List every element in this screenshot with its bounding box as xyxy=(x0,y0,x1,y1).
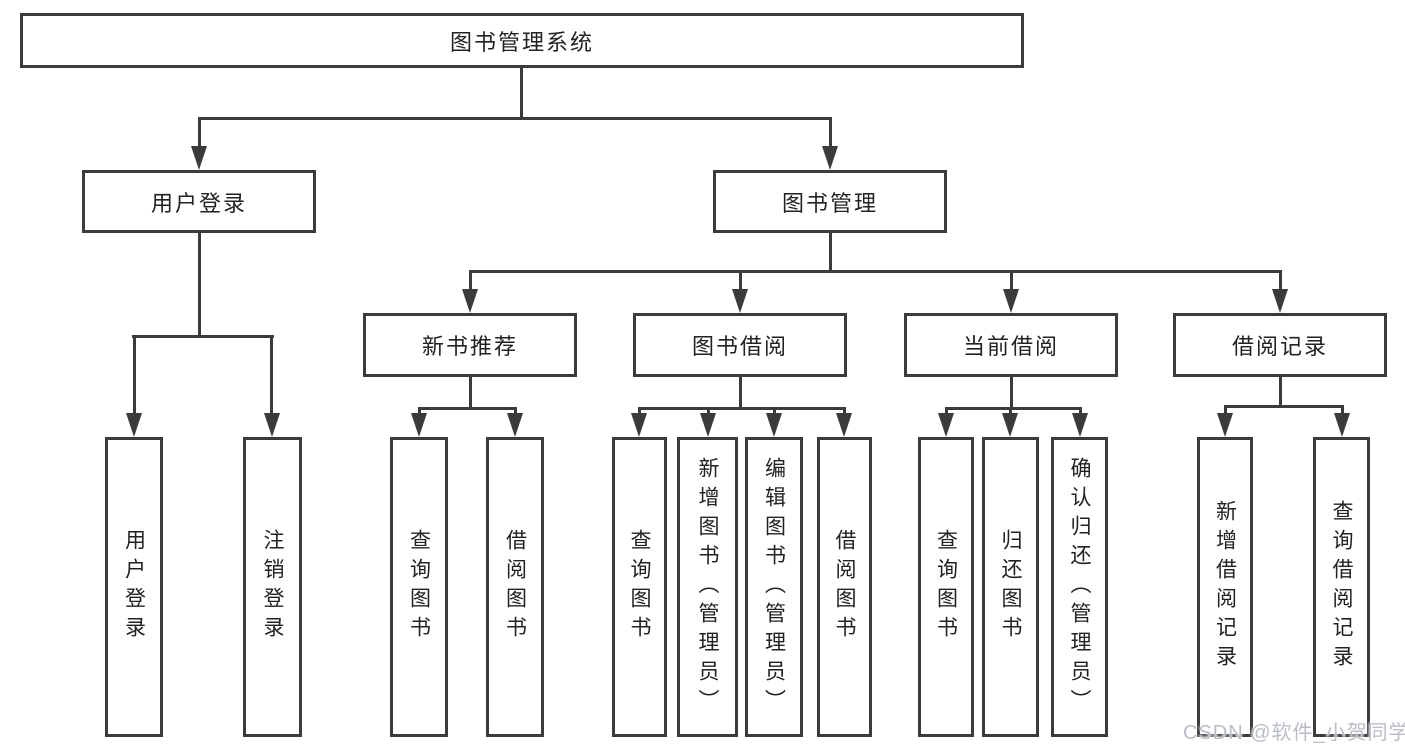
node-logout: 注销登录 xyxy=(243,437,302,737)
connector-line xyxy=(198,233,201,335)
arrowhead-icon xyxy=(938,413,954,437)
connector-line xyxy=(829,233,832,270)
connector-line xyxy=(1279,377,1282,405)
node-cb-confirm-return-admin: 确认归还（管理员） xyxy=(1051,437,1108,737)
connector-line xyxy=(270,335,273,415)
connector-line xyxy=(1010,270,1013,291)
node-book-management: 图书管理 xyxy=(713,170,947,233)
connector-line xyxy=(773,407,776,415)
arrowhead-icon xyxy=(1334,413,1350,437)
connector-line xyxy=(1224,405,1227,415)
node-bb-borrow-books: 借阅图书 xyxy=(817,437,872,737)
arrowhead-icon xyxy=(836,413,852,437)
connector-line xyxy=(638,407,846,410)
connector-line xyxy=(198,117,832,120)
arrowhead-icon xyxy=(732,289,748,313)
arrowhead-icon xyxy=(191,146,207,170)
arrowhead-icon xyxy=(700,413,716,437)
arrowhead-icon xyxy=(507,413,523,437)
node-user-login-leaf: 用户登录 xyxy=(105,437,163,737)
connector-line xyxy=(469,270,1282,273)
connector-line xyxy=(1279,270,1282,291)
node-cb-query-books: 查询图书 xyxy=(918,437,974,737)
arrowhead-icon xyxy=(1272,289,1288,313)
connector-line xyxy=(1079,407,1082,415)
connector-line xyxy=(418,407,517,410)
arrowhead-icon xyxy=(1003,289,1019,313)
connector-line xyxy=(418,407,421,415)
connector-line xyxy=(1341,405,1344,415)
node-nr-borrow-books: 借阅图书 xyxy=(486,437,544,737)
connector-line xyxy=(469,270,472,291)
arrowhead-icon xyxy=(264,413,280,437)
node-book-borrowing: 图书借阅 xyxy=(633,313,847,377)
connector-line xyxy=(132,335,274,338)
connector-line xyxy=(945,407,1082,410)
connector-line xyxy=(707,407,710,415)
node-bb-edit-books-admin: 编辑图书（管理员） xyxy=(745,437,803,737)
arrowhead-icon xyxy=(1217,413,1233,437)
arrowhead-icon xyxy=(822,146,838,170)
connector-line xyxy=(638,407,641,415)
node-current-borrowing: 当前借阅 xyxy=(904,313,1118,377)
arrowhead-icon xyxy=(1072,413,1088,437)
connector-line xyxy=(198,117,201,148)
connector-line xyxy=(843,407,846,415)
connector-line xyxy=(469,377,472,407)
connector-line xyxy=(739,270,742,291)
node-br-add-record: 新增借阅记录 xyxy=(1197,437,1253,737)
node-br-query-record: 查询借阅记录 xyxy=(1313,437,1370,737)
arrowhead-icon xyxy=(126,413,142,437)
node-bb-add-books-admin: 新增图书（管理员） xyxy=(677,437,738,737)
node-cb-return-books: 归还图书 xyxy=(982,437,1039,737)
connector-line xyxy=(514,407,517,415)
connector-line xyxy=(1010,377,1013,407)
node-user-login: 用户登录 xyxy=(82,170,316,233)
node-bb-query-books: 查询图书 xyxy=(612,437,667,737)
node-new-book-recommend: 新书推荐 xyxy=(363,313,577,377)
arrowhead-icon xyxy=(631,413,647,437)
watermark: CSDN @软件_小贺同学 xyxy=(1183,722,1405,744)
arrowhead-icon xyxy=(766,413,782,437)
arrowhead-icon xyxy=(462,289,478,313)
connector-line xyxy=(829,117,832,148)
connector-line xyxy=(1224,405,1344,408)
node-library-management-system: 图书管理系统 xyxy=(20,13,1024,68)
connector-line xyxy=(520,68,523,117)
connector-line xyxy=(133,335,136,415)
connector-line xyxy=(739,377,742,407)
connector-line xyxy=(1009,407,1012,415)
arrowhead-icon xyxy=(411,413,427,437)
node-borrowing-records: 借阅记录 xyxy=(1173,313,1387,377)
node-nr-query-books: 查询图书 xyxy=(390,437,448,737)
arrowhead-icon xyxy=(1002,413,1018,437)
connector-line xyxy=(945,407,948,415)
